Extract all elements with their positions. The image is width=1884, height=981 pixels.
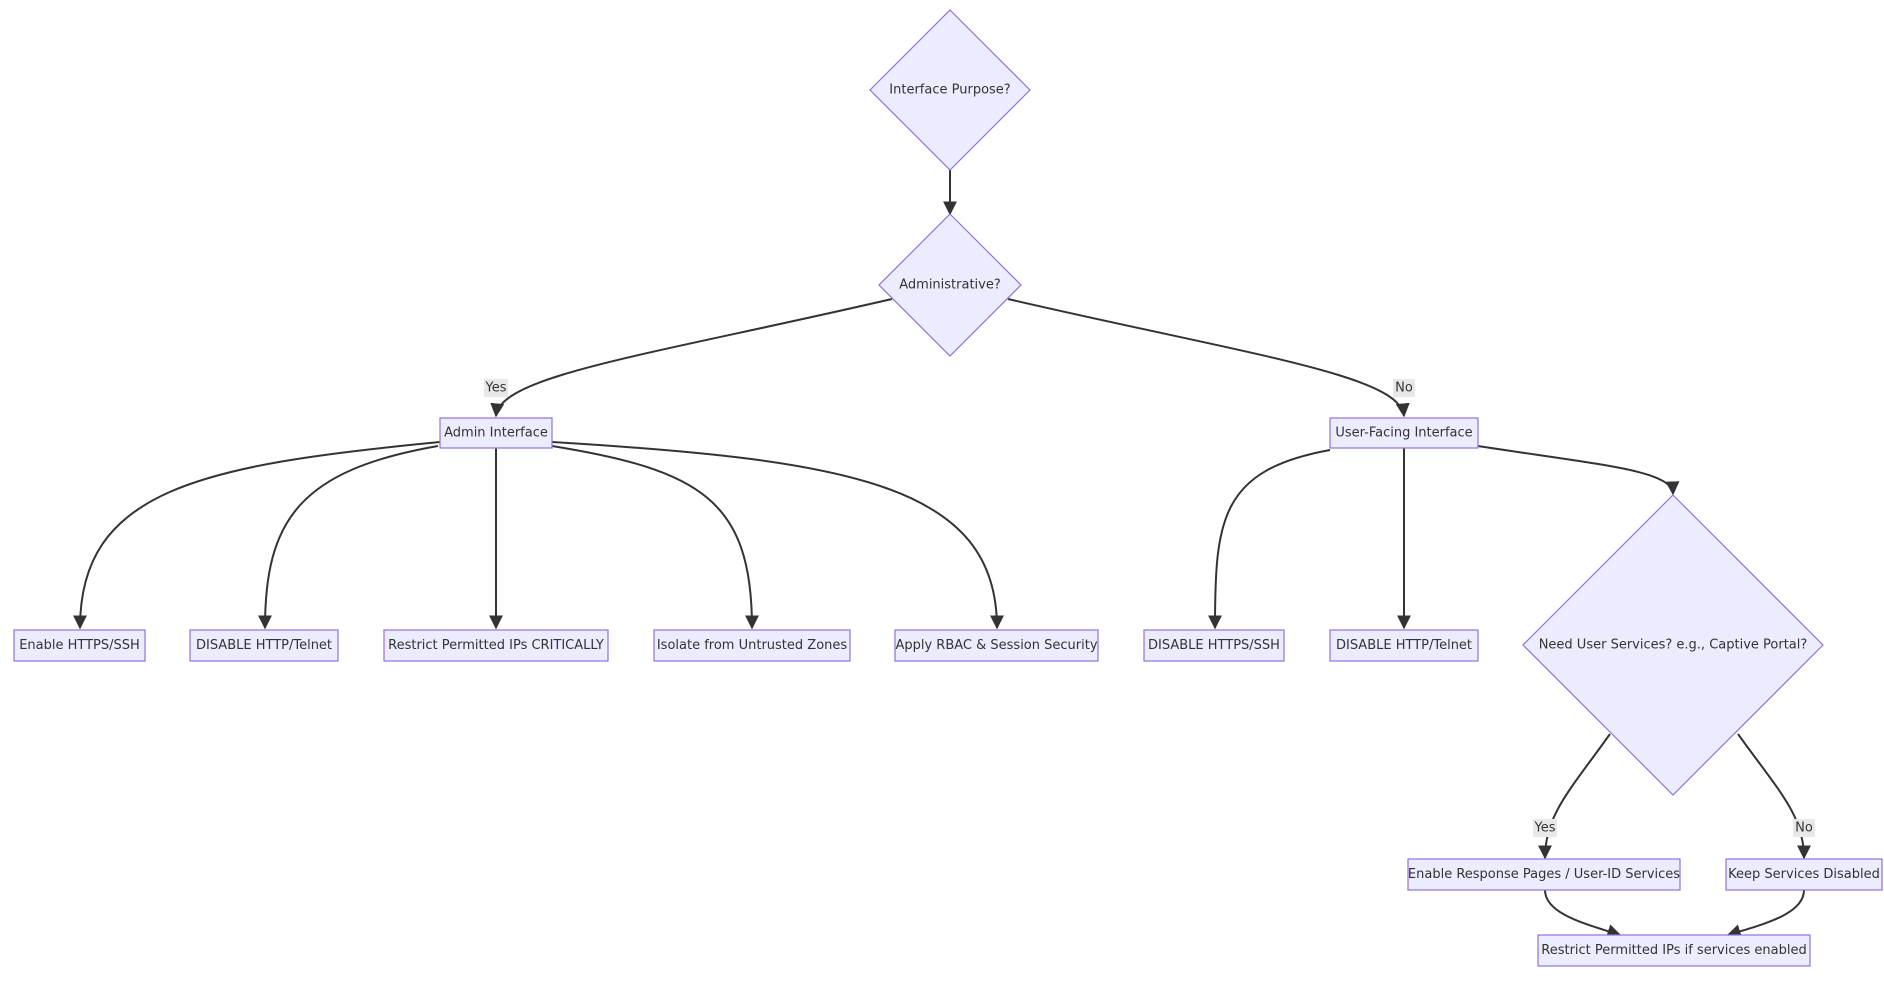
edge-label-admin-yes-text: Yes <box>485 381 507 396</box>
edge-administrative-to-user-facing <box>1007 298 1410 418</box>
process-enable-response-pages: Enable Response Pages / User-ID Services <box>1407 858 1681 891</box>
edge-enable-response-to-restrict <box>1544 889 1622 938</box>
edge-label-services-no-text: No <box>1795 821 1813 836</box>
process-keep-services-disabled-label: Keep Services Disabled <box>1728 867 1880 882</box>
edge-admin-to-apply-rbac <box>551 441 1004 630</box>
decision-interface-purpose-label: Interface Purpose? <box>889 83 1010 98</box>
edge-administrative-to-admin-interface <box>490 298 893 418</box>
decision-need-user-services-label: Need User Services? e.g., Captive Portal… <box>1539 638 1808 653</box>
process-disable-http-telnet-admin-label: DISABLE HTTP/Telnet <box>196 638 332 653</box>
process-restrict-permitted-ips: Restrict Permitted IPs CRITICALLY <box>383 629 609 662</box>
process-disable-http-telnet-admin: DISABLE HTTP/Telnet <box>189 629 339 662</box>
edge-admin-to-enable-https <box>73 441 441 630</box>
process-enable-https-ssh: Enable HTTPS/SSH <box>13 629 146 662</box>
edge-label-admin-no-text: No <box>1395 381 1413 396</box>
process-restrict-if-enabled-label: Restrict Permitted IPs if services enabl… <box>1541 943 1806 958</box>
process-keep-services-disabled: Keep Services Disabled <box>1725 858 1883 891</box>
decision-administrative: Administrative? <box>878 213 1022 357</box>
process-admin-interface: Admin Interface <box>439 417 553 449</box>
edge-services-to-enable-response <box>1538 733 1611 860</box>
process-disable-http-telnet-user-label: DISABLE HTTP/Telnet <box>1336 638 1472 653</box>
edge-label-admin-yes: Yes <box>484 379 508 397</box>
process-restrict-permitted-ips-label: Restrict Permitted IPs CRITICALLY <box>388 638 604 653</box>
decision-administrative-label: Administrative? <box>899 278 1001 293</box>
process-isolate-untrusted-label: Isolate from Untrusted Zones <box>657 638 848 653</box>
edge-admin-to-isolate <box>551 445 759 630</box>
edge-services-to-keep-disabled <box>1737 733 1811 860</box>
edge-label-services-no: No <box>1793 819 1815 837</box>
decision-need-user-services: Need User Services? e.g., Captive Portal… <box>1522 494 1824 796</box>
process-disable-http-telnet-user: DISABLE HTTP/Telnet <box>1329 629 1479 662</box>
process-apply-rbac-label: Apply RBAC & Session Security <box>895 638 1097 653</box>
process-enable-response-pages-label: Enable Response Pages / User-ID Services <box>1408 867 1680 882</box>
edge-admin-to-disable-http <box>258 445 439 630</box>
edge-user-to-disable-https <box>1208 449 1331 630</box>
edge-label-services-yes-text: Yes <box>1534 821 1556 836</box>
edge-keep-disabled-to-restrict <box>1726 889 1805 938</box>
edge-labels: Yes No Yes No <box>484 379 1815 837</box>
process-isolate-untrusted: Isolate from Untrusted Zones <box>653 629 851 662</box>
edge-label-services-yes: Yes <box>1533 819 1557 837</box>
process-user-facing-interface-label: User-Facing Interface <box>1335 426 1472 441</box>
process-admin-interface-label: Admin Interface <box>444 426 548 441</box>
process-restrict-if-enabled: Restrict Permitted IPs if services enabl… <box>1537 934 1811 967</box>
process-apply-rbac: Apply RBAC & Session Security <box>894 629 1099 662</box>
nodes: Interface Purpose? Administrative? Admin… <box>13 9 1883 967</box>
process-user-facing-interface: User-Facing Interface <box>1329 417 1479 449</box>
edges <box>73 170 1811 938</box>
process-enable-https-ssh-label: Enable HTTPS/SSH <box>19 638 140 653</box>
process-disable-https-ssh-label: DISABLE HTTPS/SSH <box>1148 638 1280 653</box>
edge-label-admin-no: No <box>1393 379 1415 397</box>
process-disable-https-ssh: DISABLE HTTPS/SSH <box>1143 629 1285 662</box>
edge-user-to-need-services <box>1477 445 1680 496</box>
decision-interface-purpose: Interface Purpose? <box>869 9 1031 171</box>
